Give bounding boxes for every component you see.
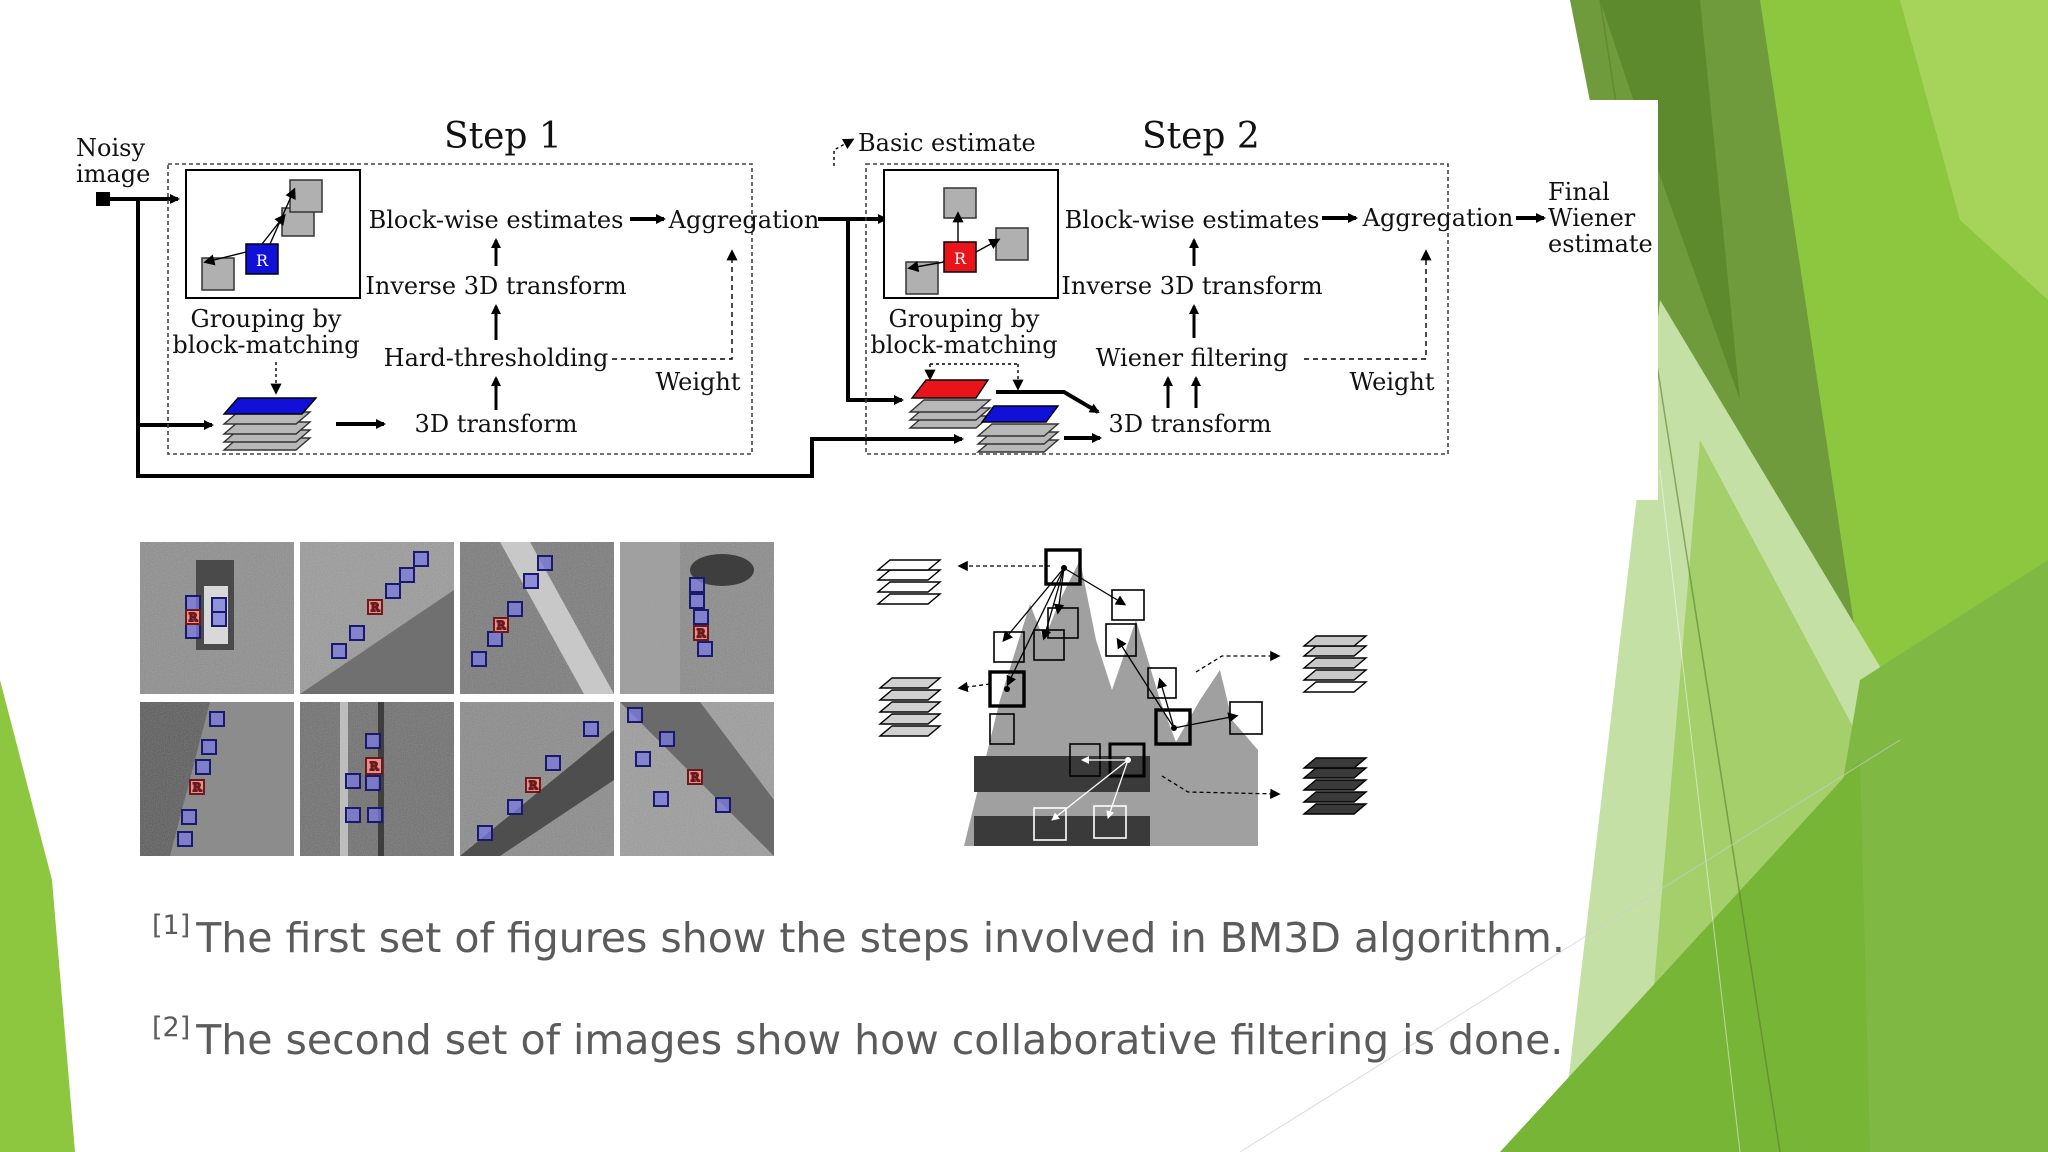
- patch-mark-1: R: [189, 611, 198, 624]
- step2-transform: 3D transform: [1109, 410, 1272, 438]
- step2-block-estimates: Block-wise estimates: [1065, 206, 1320, 234]
- step2-weight: Weight: [1349, 368, 1434, 396]
- block-matching-examples: R R R R R R R R: [140, 542, 774, 856]
- bm3d-flowchart: Noisy image Step 1 R Grouping by block-m…: [76, 116, 1653, 478]
- step1-thresholding: Hard-thresholding: [384, 344, 609, 372]
- grouping2-line2: block-matching: [870, 331, 1057, 359]
- step1-title: Step 1: [444, 116, 562, 157]
- green-corner-left: [0, 680, 75, 1152]
- reference-block-2: [943, 241, 977, 273]
- step1-transform: 3D transform: [415, 410, 578, 438]
- step1-frame: [167, 163, 753, 455]
- example-tile-2: [300, 542, 454, 694]
- filtered-stack-2: [878, 677, 942, 737]
- dark-band-lower: [974, 816, 1150, 846]
- output-line1: Final: [1548, 178, 1610, 206]
- output-line2: Wiener: [1548, 204, 1636, 232]
- caption-2-ref: [2]: [152, 1012, 191, 1043]
- patch-mark-6: R: [370, 760, 379, 773]
- reference-mark-2: R: [954, 249, 967, 268]
- grouping1-line2: block-matching: [172, 331, 359, 359]
- step2-aggregation: Aggregation: [1362, 204, 1514, 232]
- output-line3: estimate: [1548, 230, 1653, 258]
- filtered-stack-3: [1302, 635, 1368, 693]
- input-label-line2: image: [76, 160, 150, 188]
- step2-title: Step 2: [1142, 116, 1260, 157]
- caption-1-ref: [1]: [152, 910, 191, 941]
- input-label-line1: Noisy: [76, 134, 145, 162]
- step2-inverse-transform: Inverse 3D transform: [1061, 272, 1322, 300]
- patch-mark-8: R: [691, 771, 700, 784]
- grouping1-line1: Grouping by: [191, 305, 342, 333]
- caption-1: [1]The first set of figures show the ste…: [152, 910, 1565, 962]
- patch-mark-4: R: [697, 627, 706, 640]
- patch-mark-2: R: [371, 601, 380, 614]
- step2-frame: [865, 163, 1449, 455]
- block-stack-2-basic: [908, 379, 992, 429]
- collaborative-filtering-diagram: [876, 548, 1368, 846]
- dark-band-upper: [974, 756, 1150, 792]
- caption-2-text: The second set of images show how collab…: [196, 1016, 1564, 1064]
- step1-weight: Weight: [655, 368, 740, 396]
- step1-aggregation: Aggregation: [668, 206, 820, 234]
- filtered-stack-4: [1302, 757, 1368, 815]
- filtered-stack-1: [876, 559, 942, 605]
- block-stack-2-noisy: [976, 405, 1060, 453]
- patch-mark-5: R: [193, 781, 202, 794]
- caption-1-text: The first set of figures show the steps …: [196, 914, 1565, 962]
- step2-filtering: Wiener filtering: [1096, 344, 1288, 372]
- basic-estimate-label: Basic estimate: [858, 129, 1036, 157]
- green-decoration: [1239, 0, 2048, 1152]
- step1-block-estimates: Block-wise estimates: [369, 206, 624, 234]
- caption-2: [2]The second set of images show how col…: [152, 1012, 1564, 1064]
- signal-shape: [964, 560, 1258, 846]
- patch-mark-7: R: [529, 779, 538, 792]
- example-tile-4: [620, 542, 774, 694]
- step1-inverse-transform: Inverse 3D transform: [365, 272, 626, 300]
- reference-mark-1: R: [256, 251, 269, 270]
- grouping2-line1: Grouping by: [889, 305, 1040, 333]
- block-stack-1: [222, 397, 318, 451]
- patch-mark-3: R: [497, 619, 506, 632]
- example-tile-6: [300, 702, 454, 856]
- input-node: [96, 192, 110, 206]
